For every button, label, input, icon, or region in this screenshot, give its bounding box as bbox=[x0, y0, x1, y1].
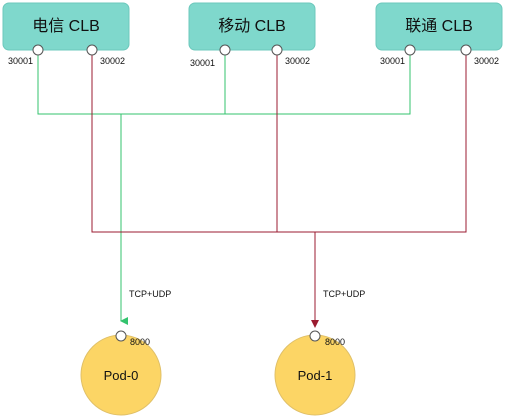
clb-label: 移动 CLB bbox=[218, 17, 286, 35]
port-circle-icon bbox=[219, 44, 231, 56]
clb-box-telecom[interactable]: 电信 CLB bbox=[2, 2, 130, 51]
port-label: 30001 bbox=[380, 56, 405, 66]
clb-box-unicom[interactable]: 联通 CLB bbox=[375, 2, 503, 51]
port-label: 30002 bbox=[285, 56, 310, 66]
pod-port-label: 8000 bbox=[325, 337, 345, 347]
port-circle-icon bbox=[460, 44, 472, 56]
protocol-label: TCP+UDP bbox=[129, 289, 171, 299]
port-label: 30001 bbox=[190, 58, 215, 68]
port-circle-icon bbox=[404, 44, 416, 56]
pod-port-circle-icon bbox=[309, 330, 321, 342]
pod-port-circle-icon bbox=[115, 330, 127, 342]
clb-box-mobile[interactable]: 移动 CLB bbox=[188, 2, 316, 51]
port-label: 30002 bbox=[100, 56, 125, 66]
protocol-label: TCP+UDP bbox=[323, 289, 365, 299]
port-label: 30001 bbox=[8, 56, 33, 66]
port-circle-icon bbox=[32, 44, 44, 56]
pod-label: Pod-0 bbox=[104, 368, 139, 383]
arrow-head-icon bbox=[311, 320, 319, 328]
port-circle-icon bbox=[271, 44, 283, 56]
clb-label: 电信 CLB bbox=[32, 17, 100, 35]
clb-label: 联通 CLB bbox=[405, 17, 473, 35]
pod-port-label: 8000 bbox=[130, 337, 150, 347]
port-circle-icon bbox=[86, 44, 98, 56]
red-connection-lines bbox=[91, 55, 467, 328]
green-connection-lines bbox=[37, 55, 411, 325]
pod-1[interactable]: Pod-1 bbox=[274, 334, 356, 416]
pod-label: Pod-1 bbox=[298, 368, 333, 383]
pod-0[interactable]: Pod-0 bbox=[80, 334, 162, 416]
port-label: 30002 bbox=[474, 56, 499, 66]
